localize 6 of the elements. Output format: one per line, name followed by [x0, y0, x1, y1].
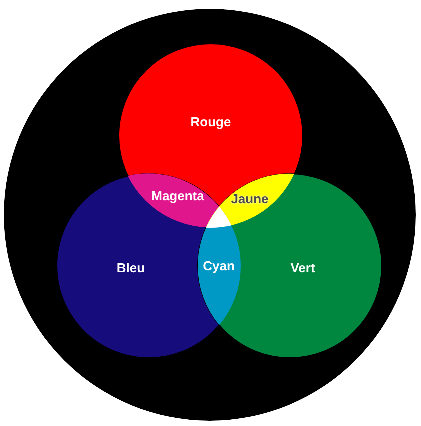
circle-label: Vert — [290, 260, 316, 276]
region-label: Jaune — [231, 191, 269, 206]
region-label: Cyan — [203, 258, 235, 274]
region-label: Magenta — [152, 188, 204, 204]
circle-label: Rouge — [190, 114, 232, 130]
circle-label: Bleu — [116, 260, 146, 276]
